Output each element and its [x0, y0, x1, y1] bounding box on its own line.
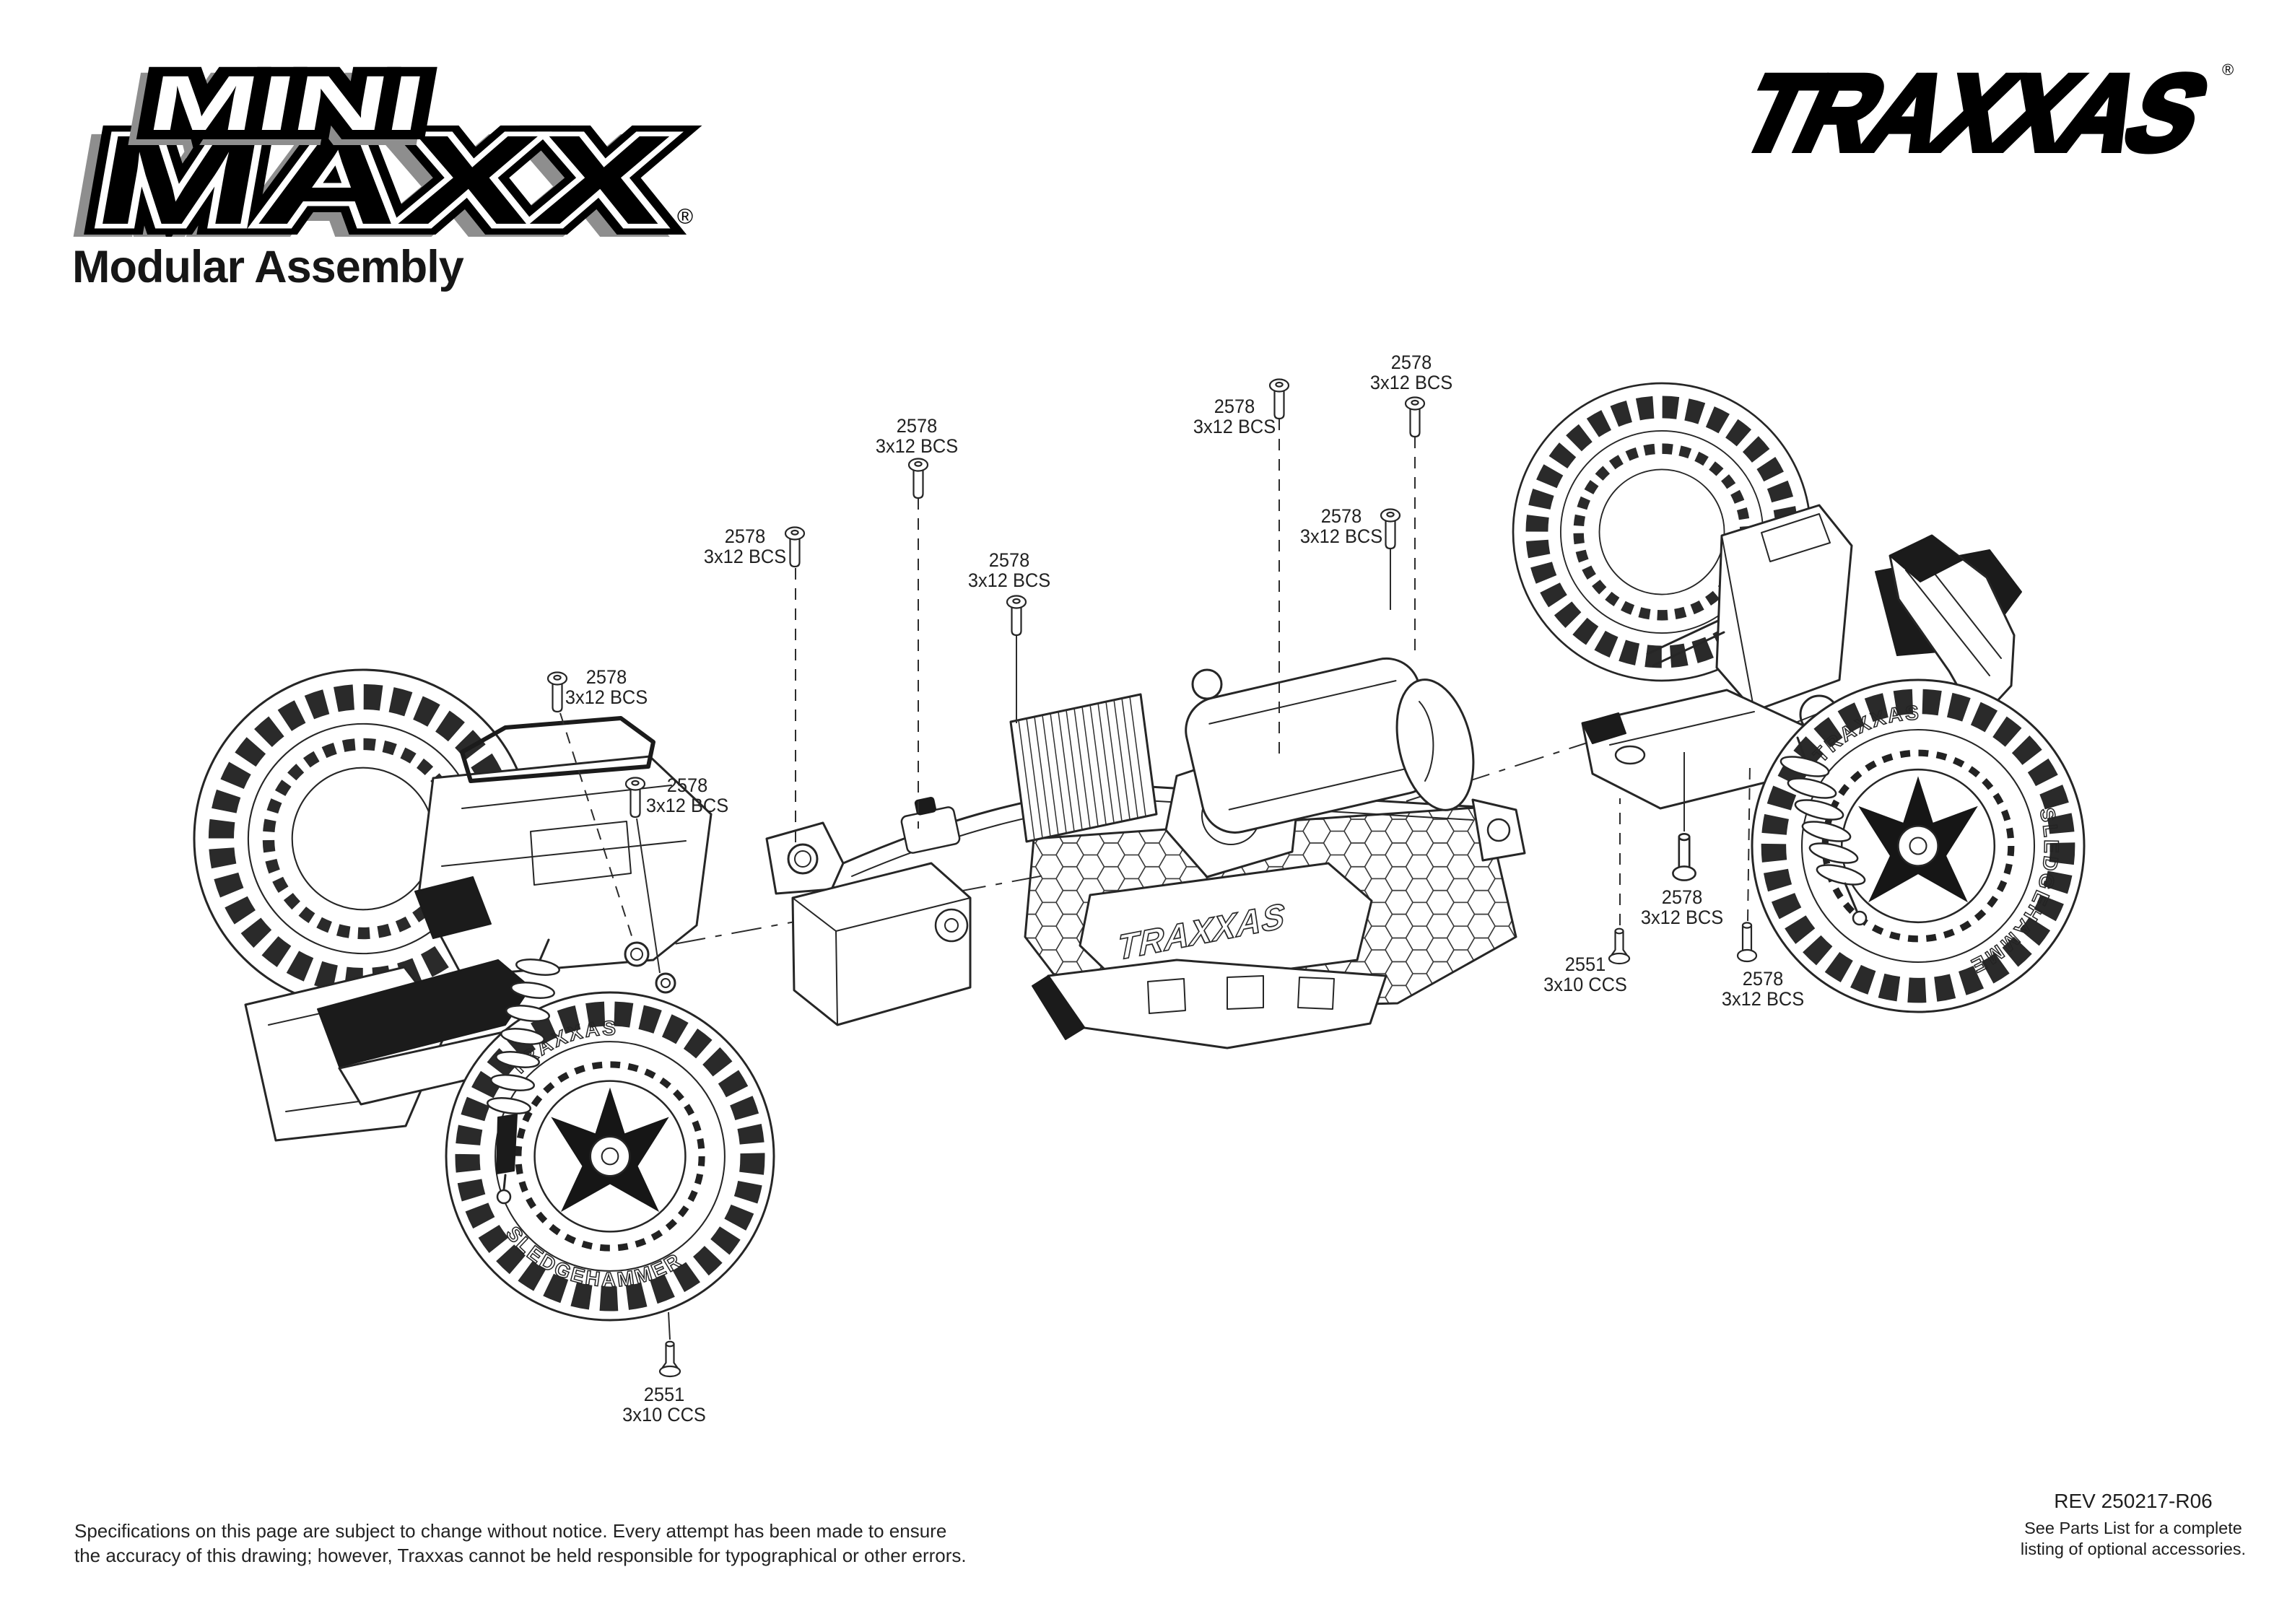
part-number: 2578 — [1370, 352, 1452, 372]
part-spec: 3x10 CCS — [622, 1405, 706, 1425]
part-spec: 3x12 BCS — [968, 570, 1050, 590]
part-spec: 3x12 BCS — [704, 546, 786, 567]
screw-chassis-mid-right-callout: 25783x12 BCS — [1300, 506, 1382, 546]
part-spec: 3x12 BCS — [565, 687, 648, 707]
part-spec: 3x12 BCS — [646, 795, 728, 816]
parts-note-line-2: listing of optional accessories. — [2000, 1539, 2267, 1560]
part-number: 2578 — [704, 526, 786, 546]
part-spec: 3x12 BCS — [1641, 907, 1723, 927]
screw-chassis-left-front-callout: 25783x12 BCS — [968, 550, 1050, 590]
parts-note-line-1: See Parts List for a complete — [2000, 1518, 2267, 1539]
screw-rear-module-mid-callout: 25783x12 BCS — [704, 526, 786, 567]
screw-rear-wheel-callout: 25513x10 CCS — [622, 1384, 706, 1425]
disclaimer-line-2: the accuracy of this drawing; however, T… — [74, 1543, 967, 1568]
screw-front-skid-center-callout: 25783x12 BCS — [1641, 887, 1723, 927]
screw-rear-module-lower-callout: 25783x12 BCS — [646, 775, 728, 816]
part-number: 2578 — [1193, 396, 1276, 416]
part-number: 2578 — [1722, 969, 1804, 989]
part-number: 2578 — [565, 667, 648, 687]
part-number: 2551 — [622, 1384, 706, 1405]
part-spec: 3x10 CCS — [1543, 974, 1627, 995]
part-spec: 3x12 BCS — [1370, 372, 1452, 393]
revision-number: REV 250217-R06 — [2000, 1490, 2267, 1513]
part-number: 2551 — [1543, 954, 1627, 974]
part-number: 2578 — [646, 775, 728, 795]
screw-rear-module-upper-callout: 25783x12 BCS — [565, 667, 648, 707]
screw-front-skid-right-callout: 25783x12 BCS — [1722, 969, 1804, 1009]
part-number: 2578 — [876, 416, 958, 436]
screw-chassis-top-mid-callout: 25783x12 BCS — [1193, 396, 1276, 437]
disclaimer-line-1: Specifications on this page are subject … — [74, 1519, 967, 1543]
screw-chassis-top-right-callout: 25783x12 BCS — [1370, 352, 1452, 393]
disclaimer: Specifications on this page are subject … — [74, 1519, 967, 1568]
part-spec: 3x12 BCS — [1300, 526, 1382, 546]
part-spec: 3x12 BCS — [876, 436, 958, 456]
revision-block: REV 250217-R06 See Parts List for a comp… — [2000, 1490, 2267, 1560]
part-number: 2578 — [968, 550, 1050, 570]
screw-front-skid-left-callout: 25513x10 CCS — [1543, 954, 1627, 995]
part-spec: 3x12 BCS — [1193, 416, 1276, 437]
part-number: 2578 — [1641, 887, 1723, 907]
screw-chassis-left-rear-callout: 25783x12 BCS — [876, 416, 958, 456]
part-number: 2578 — [1300, 506, 1382, 526]
part-spec: 3x12 BCS — [1722, 989, 1804, 1009]
